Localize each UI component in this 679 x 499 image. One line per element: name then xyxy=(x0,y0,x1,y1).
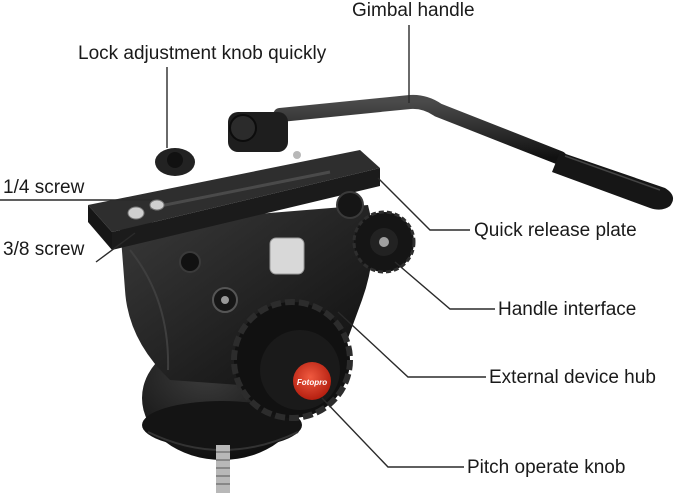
label-pitch-knob: Pitch operate knob xyxy=(467,457,626,478)
lock-knob-part xyxy=(155,112,288,176)
label-external-device-hub: External device hub xyxy=(489,367,656,388)
leader-pitch-knob xyxy=(321,397,464,468)
leader-external-hub xyxy=(337,311,486,378)
label-quarter-screw: 1/4 screw xyxy=(3,177,85,198)
label-handle-interface: Handle interface xyxy=(498,299,637,320)
leader-quick-release xyxy=(377,177,470,231)
screws xyxy=(127,199,165,220)
label-gimbal-handle: Gimbal handle xyxy=(352,0,475,21)
leader-three-eighths-screw xyxy=(95,232,136,263)
leader-lines xyxy=(0,25,495,468)
knob-brand-text: Fotopro xyxy=(297,378,327,387)
label-lock-knob: Lock adjustment knob quickly xyxy=(78,43,327,64)
pitch-knob-part: Fotopro xyxy=(231,299,353,421)
handle-interface-part xyxy=(352,210,416,274)
label-three-eighths-screw: 3/8 screw xyxy=(3,239,85,260)
quick-release-plate-part xyxy=(88,150,380,250)
label-quick-release-plate: Quick release plate xyxy=(474,220,637,241)
leader-handle-interface xyxy=(394,261,495,310)
gimbal-handle-part xyxy=(273,94,674,210)
